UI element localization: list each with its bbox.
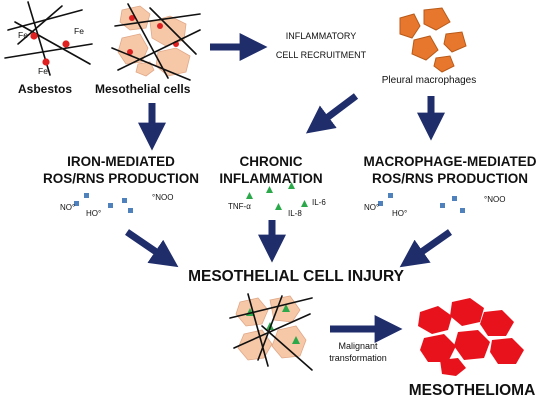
mesothelioma-cells-icon (418, 298, 524, 376)
ros-molecules-icon (74, 193, 133, 213)
no-radical-label: NO° (364, 203, 379, 212)
arrow-to-injury-right (399, 229, 453, 268)
iron-mediated-heading: ROS/RNS PRODUCTION (43, 171, 199, 186)
mesothelial-cells-icon (111, 3, 201, 81)
il6-label: IL-6 (312, 198, 326, 207)
noo-radical-label: °NOO (152, 193, 173, 202)
transformation-label: transformation (329, 353, 387, 363)
asbestos-label: Asbestos (18, 82, 72, 96)
arrow-to-injury-left (125, 229, 179, 268)
fe-label: Fe (18, 30, 28, 40)
ros-molecules-icon (378, 193, 465, 213)
malignant-label: Malignant (338, 341, 378, 351)
pleural-macrophages-icon (399, 7, 467, 73)
pleural-macrophages-label: Pleural macrophages (382, 75, 477, 86)
chronic-inflammation-heading: CHRONIC (240, 154, 303, 169)
il8-label: IL-8 (288, 209, 302, 218)
noo-radical-label: °NOO (484, 195, 505, 204)
injured-mesothelial-cells-icon (229, 293, 313, 371)
fe-label: Fe (38, 66, 48, 76)
macrophage-mediated-heading: MACROPHAGE-MEDIATED (364, 154, 537, 169)
cell-recruitment-label: CELL RECRUITMENT (276, 50, 367, 60)
tnf-alpha-label: TNF-α (228, 202, 251, 211)
mesothelial-cells-label: Mesothelial cells (95, 82, 191, 96)
iron-particles-icon (30, 32, 70, 66)
macrophage-mediated-heading: ROS/RNS PRODUCTION (372, 171, 528, 186)
cytokines-icon (246, 182, 308, 210)
mesothelioma-heading: MESOTHELIOMA (409, 382, 536, 399)
no-radical-label: NO° (60, 203, 75, 212)
ho-radical-label: HO° (392, 209, 407, 218)
mesothelial-cell-injury-heading: MESOTHELIAL CELL INJURY (188, 268, 405, 285)
chronic-inflammation-heading: INFLAMMATION (219, 171, 322, 186)
ho-radical-label: HO° (86, 209, 101, 218)
fe-label: Fe (74, 26, 84, 36)
arrow-to-chronic-inflammation (305, 93, 359, 134)
iron-mediated-heading: IRON-MEDIATED (67, 154, 175, 169)
inflammatory-label: INFLAMMATORY (286, 31, 357, 41)
